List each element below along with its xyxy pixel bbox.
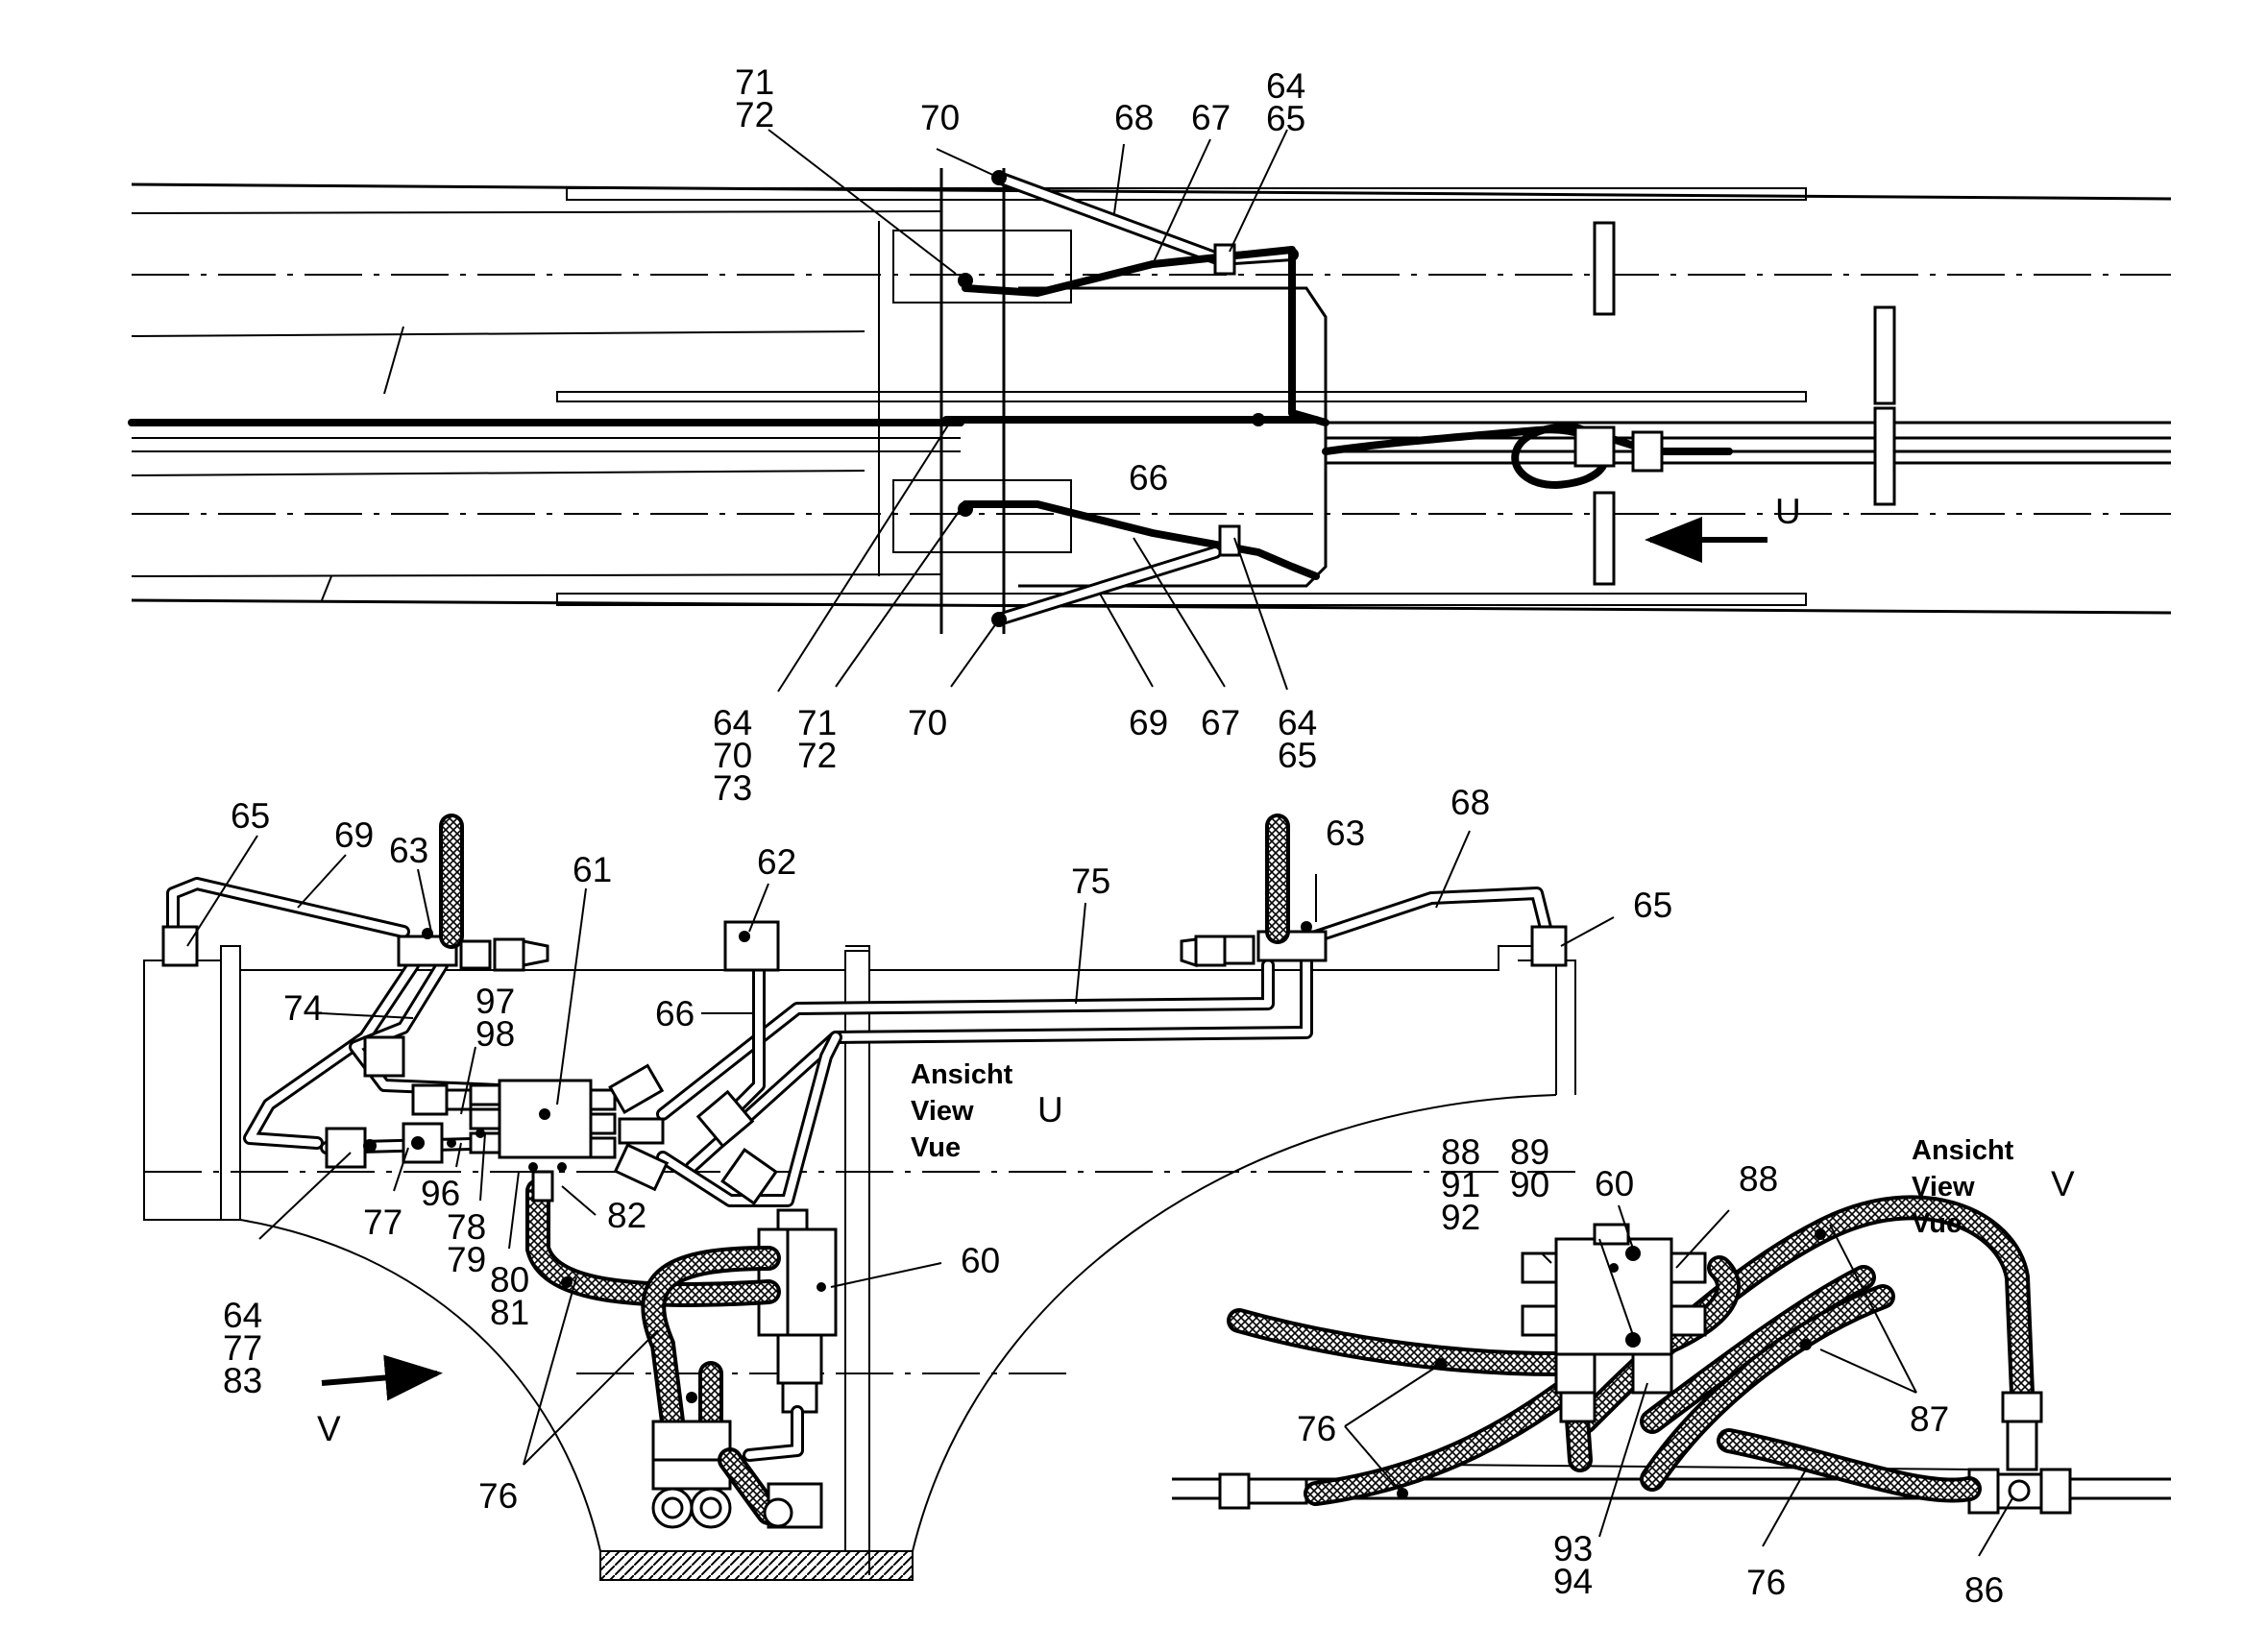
label-88-right: 88 (1739, 1159, 1778, 1199)
label-63-right: 63 (1326, 814, 1365, 853)
label-68-top: 68 (1114, 98, 1154, 137)
label-86: 86 (1964, 1570, 2004, 1610)
label-69-viewu: 69 (334, 815, 374, 855)
label-76-viewv-bottom: 76 (1746, 1563, 1786, 1602)
label-74: 74 (283, 988, 323, 1028)
view-v-leaders (1344, 1204, 2013, 1557)
label-70-upper: 70 (920, 98, 960, 137)
label-62: 62 (757, 842, 796, 882)
label-69-top: 69 (1129, 703, 1168, 742)
label-67-upper: 67 (1191, 98, 1231, 137)
label-77: 77 (363, 1203, 402, 1242)
label-75: 75 (1071, 862, 1110, 901)
view-u-leaders (186, 830, 1615, 1466)
view-u (143, 814, 1576, 1581)
label-60-viewu: 60 (961, 1241, 1000, 1280)
label-76-viewu: 76 (478, 1476, 518, 1516)
label-67-lower: 67 (1201, 703, 1240, 742)
label-direction-v-arrow: V (317, 1409, 341, 1448)
top-view-leaders (768, 129, 1288, 692)
view-v-caption-letter: V (2051, 1164, 2075, 1203)
label-60-viewv: 60 (1595, 1164, 1634, 1203)
label-82: 82 (607, 1196, 646, 1235)
label-63-left: 63 (389, 831, 428, 870)
label-76-viewv-left: 76 (1297, 1409, 1336, 1448)
label-87: 87 (1910, 1399, 1949, 1439)
label-66-viewu: 66 (655, 994, 695, 1033)
top-view (128, 168, 2172, 634)
view-v (1172, 1195, 2171, 1515)
label-65-left: 65 (231, 796, 270, 836)
label-68-viewu: 68 (1450, 783, 1490, 822)
label-96: 96 (421, 1174, 460, 1213)
label-66-top: 66 (1129, 458, 1168, 498)
label-direction-u-arrow: U (1775, 492, 1801, 531)
label-61: 61 (573, 850, 612, 889)
view-u-caption-letter: U (1037, 1090, 1063, 1130)
label-70-lower: 70 (908, 703, 947, 742)
label-65-right: 65 (1633, 886, 1672, 925)
